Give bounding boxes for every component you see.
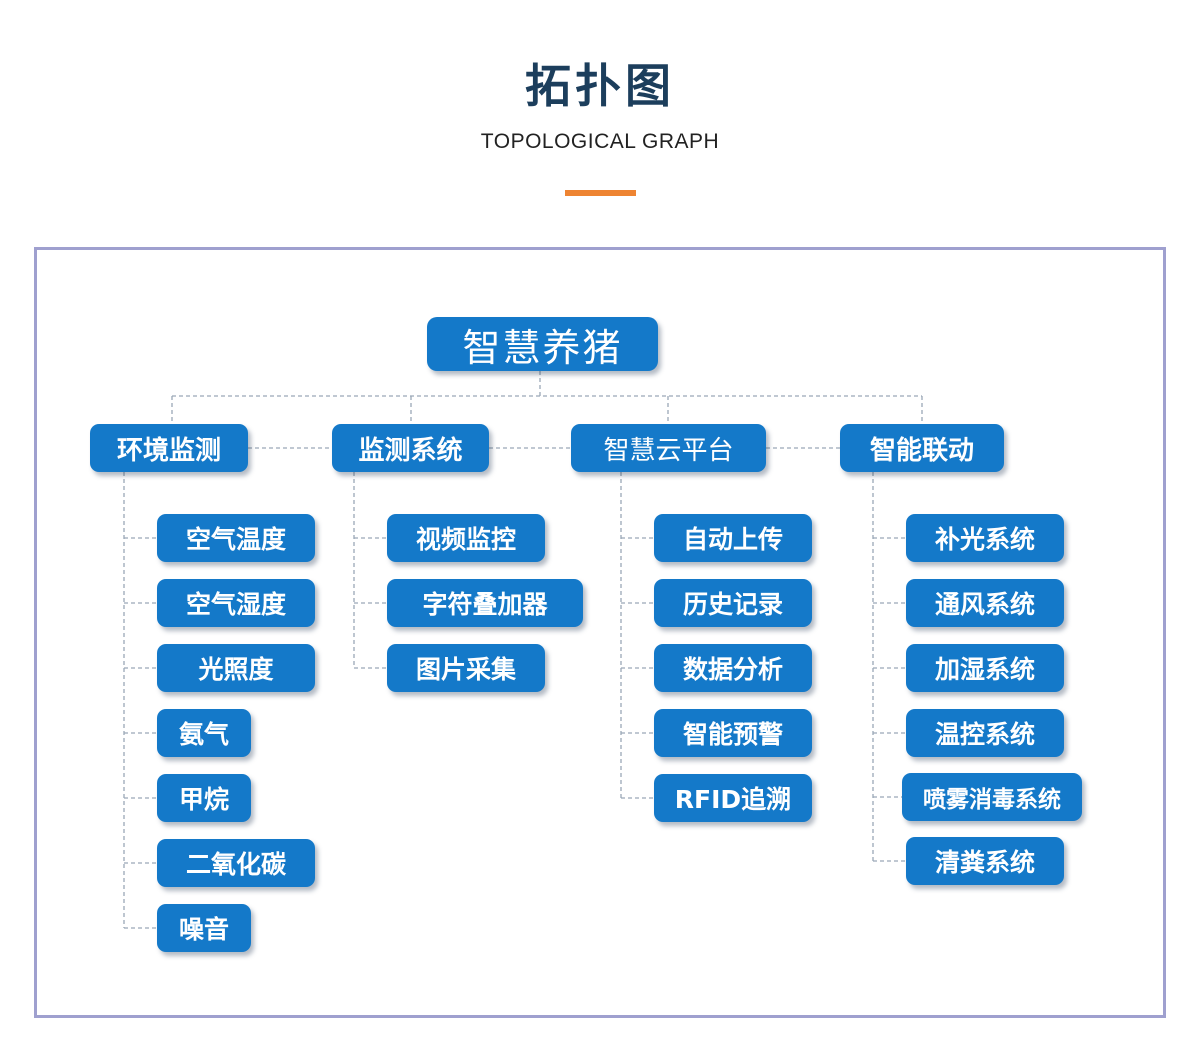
leaf-node: 通风系统 — [906, 579, 1064, 627]
leaf-node: 视频监控 — [387, 514, 545, 562]
root-node: 智慧养猪 — [427, 317, 658, 371]
page-title: 拓扑图 — [525, 59, 675, 113]
diagram-frame — [34, 247, 1166, 1018]
leaf-node: 字符叠加器 — [387, 579, 583, 627]
leaf-node: 光照度 — [157, 644, 315, 692]
leaf-node: 智能预警 — [654, 709, 812, 757]
leaf-node: 图片采集 — [387, 644, 545, 692]
leaf-node: 加湿系统 — [906, 644, 1064, 692]
leaf-node: 二氧化碳 — [157, 839, 315, 887]
leaf-node: 空气温度 — [157, 514, 315, 562]
leaf-node: RFID追溯 — [654, 774, 812, 822]
leaf-node: 噪音 — [157, 904, 251, 952]
leaf-node: 清粪系统 — [906, 837, 1064, 885]
leaf-node: 氨气 — [157, 709, 251, 757]
leaf-node: 甲烷 — [157, 774, 251, 822]
leaf-node: 补光系统 — [906, 514, 1064, 562]
category-environment-monitoring: 环境监测 — [90, 424, 248, 472]
leaf-node: 温控系统 — [906, 709, 1064, 757]
leaf-node: 空气湿度 — [157, 579, 315, 627]
category-smart-cloud-platform: 智慧云平台 — [571, 424, 766, 472]
accent-bar — [565, 190, 636, 196]
category-monitoring-system: 监测系统 — [332, 424, 489, 472]
page-subtitle: TOPOLOGICAL GRAPH — [480, 130, 720, 153]
leaf-node: 数据分析 — [654, 644, 812, 692]
leaf-node: 历史记录 — [654, 579, 812, 627]
category-smart-linkage: 智能联动 — [840, 424, 1004, 472]
leaf-node: 喷雾消毒系统 — [902, 773, 1082, 821]
leaf-node: 自动上传 — [654, 514, 812, 562]
